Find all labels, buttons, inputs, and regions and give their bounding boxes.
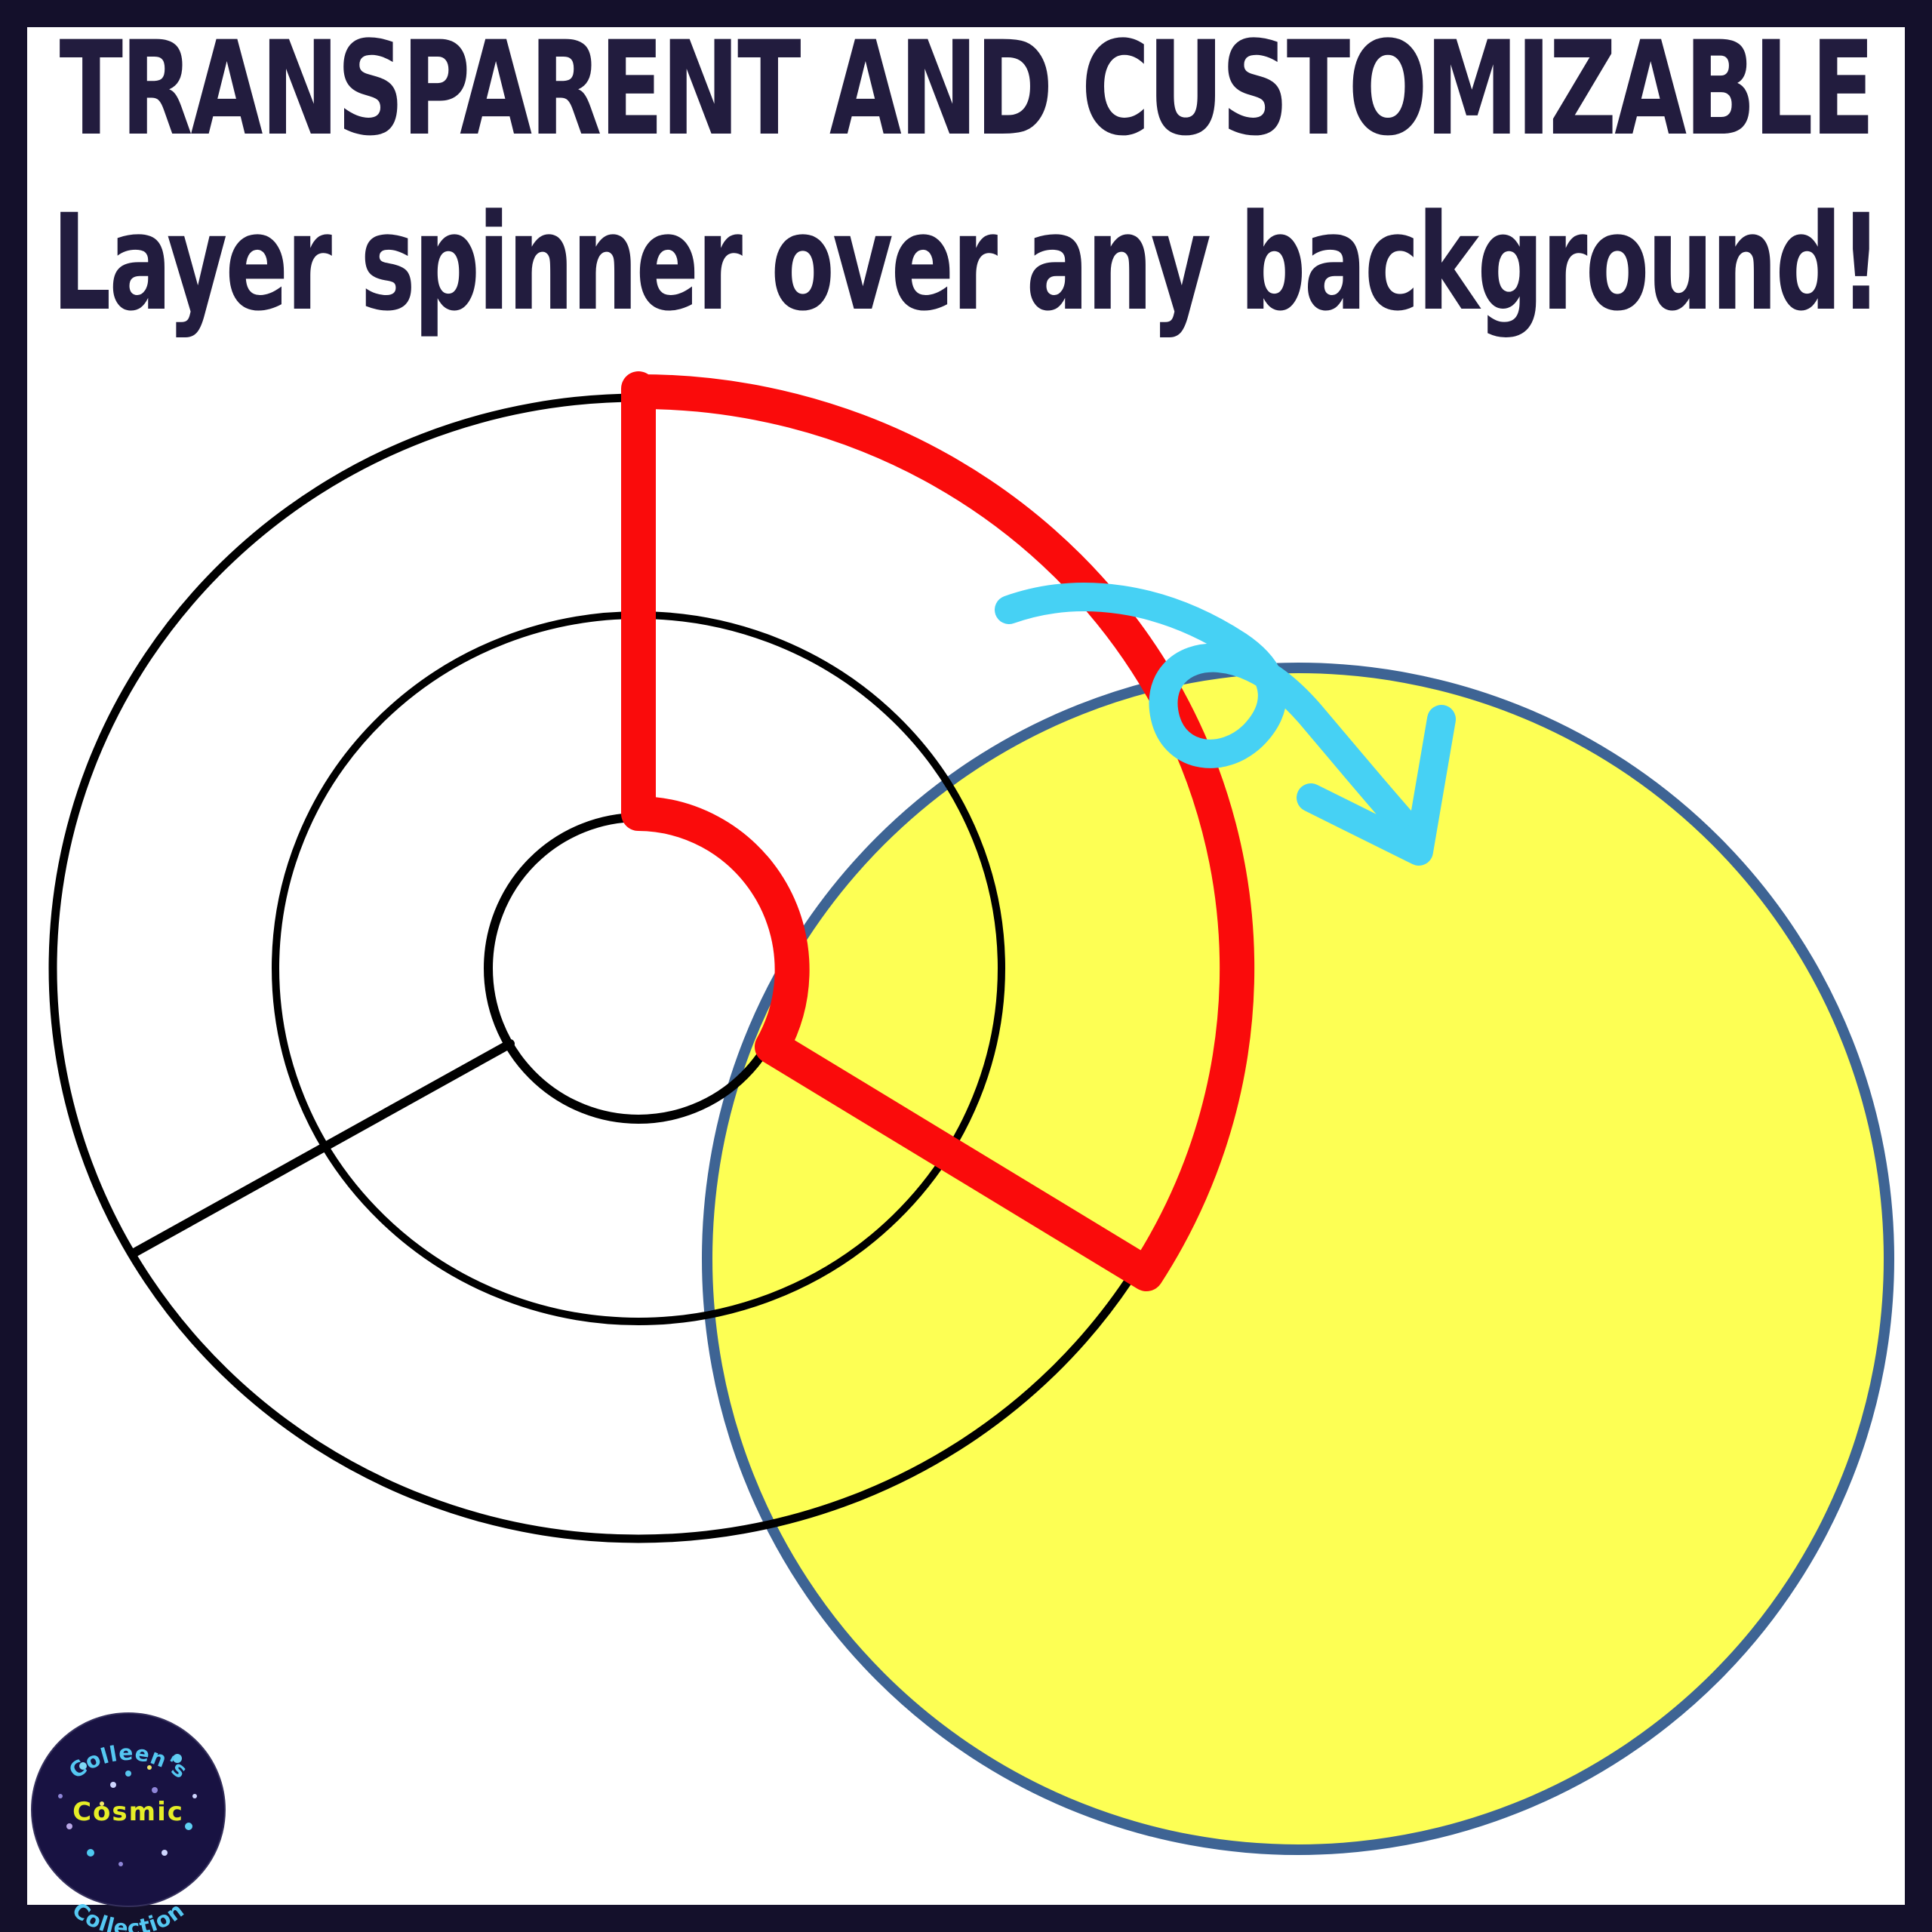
spin-arrow-shaft <box>995 583 1427 848</box>
spin-arrow-head <box>1297 705 1456 866</box>
yellow-background-circle <box>702 663 1894 1855</box>
section-divider-line <box>128 1039 515 1258</box>
headline-line2: Layer spinner over any background! <box>51 185 1882 340</box>
headline-line1: TRANSPARENT AND CUSTOMIZABLE <box>59 12 1875 165</box>
spin-arrow-icon <box>995 583 1456 866</box>
highlighted-sector-outline <box>621 371 1255 1291</box>
